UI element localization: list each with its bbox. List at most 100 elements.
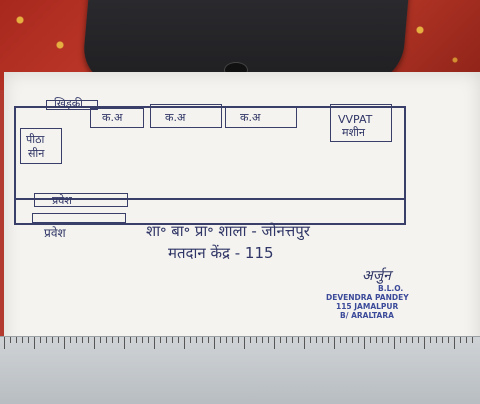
ruler-tick [274, 337, 275, 349]
ruler-tick [310, 337, 311, 343]
ruler-tick [328, 337, 329, 343]
ruler-tick [76, 337, 77, 343]
ruler-tick [304, 337, 305, 349]
stamp-line-4: B/ ARALTARA [340, 311, 394, 320]
ruler-tick [382, 337, 383, 343]
ruler-tick [448, 337, 449, 343]
ruler-tick [220, 337, 221, 343]
map-room-1-label: क.अ [102, 111, 123, 124]
ruler-tick [178, 337, 179, 343]
map-mid-box [34, 193, 128, 207]
stamp-line-3: 115 JAMALPUR [336, 302, 399, 311]
ruler-tick [346, 337, 347, 343]
map-divider-line [16, 198, 404, 200]
ruler [0, 336, 480, 404]
ruler-tick [472, 337, 473, 343]
ruler-tick [112, 337, 113, 343]
ruler-tick [388, 337, 389, 343]
ruler-tick [226, 337, 227, 343]
ruler-tick [316, 337, 317, 343]
ruler-tick [280, 337, 281, 343]
ruler-tick [232, 337, 233, 343]
polling-booth-map [14, 106, 406, 225]
ruler-tick [196, 337, 197, 343]
ruler-tick [250, 337, 251, 343]
ruler-tick [160, 337, 161, 343]
ruler-tick [442, 337, 443, 343]
ruler-tick [100, 337, 101, 343]
map-room-4 [330, 104, 392, 142]
ruler-tick [22, 337, 23, 343]
ruler-tick [400, 337, 401, 343]
map-label-top-left: खिड़की [54, 97, 84, 110]
map-room-2-label: क.अ [165, 111, 186, 124]
ruler-tick [118, 337, 119, 343]
map-left-box-label-1: पीठा [26, 133, 45, 146]
ruler-tick [238, 337, 239, 343]
ruler-tick [136, 337, 137, 343]
ruler-tick [424, 337, 425, 349]
ruler-tick [148, 337, 149, 343]
ruler-tick [124, 337, 125, 349]
map-left-box-label-2: सीन [28, 147, 45, 160]
ruler-tick [256, 337, 257, 343]
ruler-tick [142, 337, 143, 343]
ruler-tick [94, 337, 95, 349]
ruler-tick [52, 337, 53, 343]
ruler-tick [58, 337, 59, 343]
ruler-tick [190, 337, 191, 343]
ruler-tick [82, 337, 83, 343]
ruler-tick [286, 337, 287, 343]
ruler-tick [322, 337, 323, 343]
ruler-tick [208, 337, 209, 343]
map-mid-box-label: प्रवेश [52, 194, 72, 207]
ruler-tick [130, 337, 131, 343]
ruler-tick [370, 337, 371, 343]
ruler-tick [352, 337, 353, 343]
ruler-tick [436, 337, 437, 343]
ruler-tick [4, 337, 5, 349]
ruler-tick [460, 337, 461, 343]
signature: अर्जुन [362, 268, 391, 284]
stamp-line-2: DEVENDRA PANDEY [326, 293, 409, 302]
map-room-4-label-2: मशीन [342, 126, 366, 139]
entrance-label: प्रवेश [44, 226, 66, 240]
ruler-tick [454, 337, 455, 349]
map-left-box [20, 128, 62, 164]
ruler-tick [154, 337, 155, 349]
ruler-tick [376, 337, 377, 343]
ruler-tick [262, 337, 263, 343]
ruler-tick [88, 337, 89, 343]
ruler-tick [394, 337, 395, 349]
ruler-tick [64, 337, 65, 349]
ruler-tick [70, 337, 71, 343]
ruler-tick [412, 337, 413, 343]
map-room-4-label: VVPAT [338, 113, 373, 126]
ruler-tick [40, 337, 41, 343]
ruler-tick [28, 337, 29, 343]
map-box-top-left [46, 100, 98, 110]
ruler-tick [430, 337, 431, 343]
map-room-3 [225, 106, 297, 128]
ruler-tick [406, 337, 407, 343]
ruler-tick [34, 337, 35, 349]
title-line-1: शा॰ बा॰ प्रा॰ शाला - जोनत्तपुर [146, 222, 310, 240]
ruler-tick [202, 337, 203, 343]
ruler-tick [172, 337, 173, 343]
map-room-1 [90, 108, 144, 128]
ruler-tick [292, 337, 293, 343]
ruler-tick [106, 337, 107, 343]
ruler-tick [244, 337, 245, 349]
map-entrance-box [32, 213, 126, 223]
ruler-tick [364, 337, 365, 349]
ruler-tick [418, 337, 419, 343]
map-room-2 [150, 104, 222, 128]
ruler-tick [334, 337, 335, 349]
blo-stamp: B.L.O. DEVENDRA PANDEY 115 JAMALPUR B/ A… [326, 284, 409, 320]
ruler-tick [166, 337, 167, 343]
map-room-3-label: क.अ [240, 111, 261, 124]
ruler-tick [340, 337, 341, 343]
ruler-tick [298, 337, 299, 343]
ruler-tick [46, 337, 47, 343]
ruler-tick [184, 337, 185, 349]
